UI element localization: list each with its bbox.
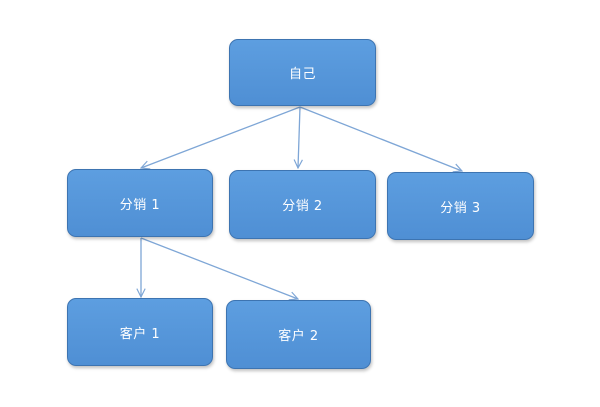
connector-root-to-distributor-2 bbox=[298, 106, 300, 168]
node-distributor-1: 分销 1 bbox=[67, 169, 213, 237]
node-customer-1-label: 客户 1 bbox=[119, 326, 161, 342]
node-self: 自己 bbox=[229, 39, 376, 106]
connector-root-to-distributor-1 bbox=[141, 106, 301, 168]
node-customer-2-label: 客户 2 bbox=[278, 329, 319, 344]
node-distributor-1-label: 分销 1 bbox=[119, 197, 161, 213]
node-distributor-2-label: 分销 2 bbox=[282, 199, 323, 214]
node-self-label: 自己 bbox=[288, 67, 316, 82]
node-customer-2: 客户 2 bbox=[226, 300, 371, 369]
node-distributor-2: 分销 2 bbox=[229, 170, 376, 239]
connector-distributor-1-to-customer-2 bbox=[140, 237, 298, 299]
connector-root-to-distributor-3 bbox=[299, 106, 462, 171]
node-customer-1: 客户 1 bbox=[67, 298, 213, 366]
node-distributor-3-label: 分销 3 bbox=[440, 200, 481, 216]
node-distributor-3: 分销 3 bbox=[387, 172, 534, 240]
